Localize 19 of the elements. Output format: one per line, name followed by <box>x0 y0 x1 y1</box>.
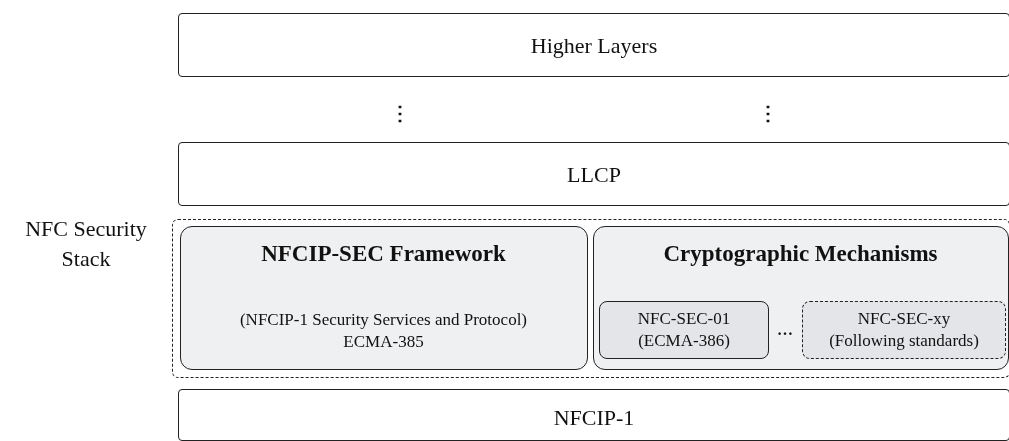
vertical-ellipsis: ⋮ <box>757 103 779 123</box>
layer-label: LLCP <box>566 161 622 189</box>
module-heading: NFCIP-SEC Framework <box>260 239 507 268</box>
vertical-ellipsis: ⋮ <box>389 103 411 123</box>
layer-box <box>178 142 1009 206</box>
ellipsis: … <box>776 320 794 340</box>
module-box <box>592 225 1009 370</box>
future-standard-box <box>802 301 1006 359</box>
layer-box <box>178 13 1009 77</box>
layer-label: NFCIP-1 <box>552 404 636 432</box>
layer-label: Higher Layers <box>529 32 659 60</box>
module-box <box>179 225 588 370</box>
standard-label: NFC-SEC-xy (Following standards) <box>828 308 980 352</box>
standard-label: NFC-SEC-01 (ECMA-386) <box>636 308 732 352</box>
group-heading: NFC Security Stack <box>24 215 148 273</box>
standard-box <box>599 301 769 359</box>
layer-box <box>178 389 1009 441</box>
module-description: (NFCIP-1 Security Services and Protocol) ECMA-385 <box>238 308 529 353</box>
module-heading: Cryptographic Mechanisms <box>662 239 939 268</box>
